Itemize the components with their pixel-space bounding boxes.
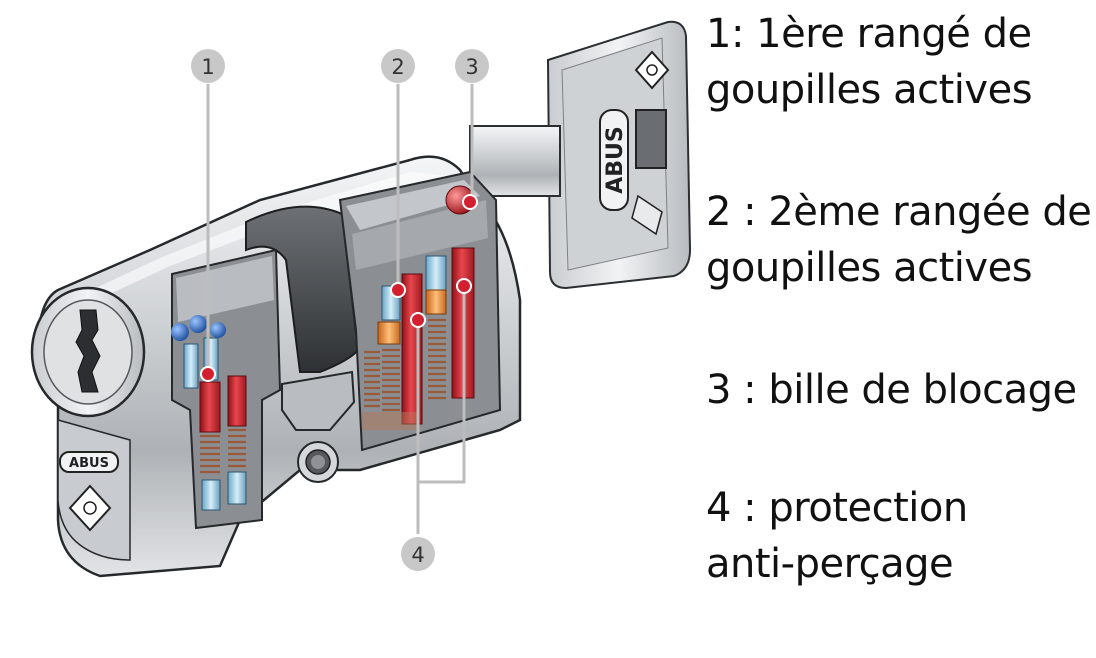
keyway-face xyxy=(30,286,146,418)
pin-light-blue xyxy=(201,479,221,511)
callout-1: 1 xyxy=(191,49,225,83)
callout-2-number: 2 xyxy=(391,55,404,79)
pin-light-blue xyxy=(425,255,447,291)
key-logo-text: ABUS xyxy=(603,126,628,194)
marker-dot xyxy=(456,278,472,294)
front-logo-text: ABUS xyxy=(69,456,109,471)
pin-orange xyxy=(377,321,401,345)
leader-4 xyxy=(416,286,466,534)
key: ABUS xyxy=(469,20,692,290)
pin-light-blue xyxy=(227,471,247,505)
spring xyxy=(364,318,446,412)
callout-3: 3 xyxy=(455,49,489,83)
front-diamond-icon xyxy=(68,484,112,532)
left-cutaway xyxy=(171,248,282,530)
leader-lines xyxy=(206,84,474,534)
front-logo: ABUS xyxy=(59,451,119,532)
key-logo: ABUS xyxy=(599,109,629,211)
key-window xyxy=(635,109,667,169)
right-cutaway xyxy=(338,170,502,452)
legend: 1: 1ère rangé de goupilles actives 2 : 2… xyxy=(706,6,1092,658)
markers xyxy=(200,194,478,382)
blue-ball xyxy=(210,322,226,338)
callout-2: 2 xyxy=(381,49,415,83)
blue-ball xyxy=(171,323,189,341)
callout-4-number: 4 xyxy=(411,543,424,567)
blue-ball xyxy=(189,315,207,333)
spring xyxy=(200,428,246,474)
marker-dot xyxy=(390,282,406,298)
callout-3-number: 3 xyxy=(465,55,478,79)
pin-red xyxy=(199,381,221,433)
marker-dot xyxy=(410,312,426,328)
legend-item-4: 4 : protection anti-perçage xyxy=(706,485,968,587)
marker-dot xyxy=(200,366,216,382)
cam-band xyxy=(245,205,360,373)
callout-4: 4 xyxy=(401,537,435,571)
legend-item-1: 1: 1ère rangé de goupilles actives xyxy=(706,11,1033,113)
pin-light-blue xyxy=(183,343,199,389)
key-diamond-icon xyxy=(634,50,670,90)
marker-dot xyxy=(462,194,478,210)
callout-1-number: 1 xyxy=(201,55,214,79)
cam xyxy=(281,370,356,431)
key-shank xyxy=(469,125,561,197)
legend-item-2: 2 : 2ème rangée de goupilles actives xyxy=(706,189,1092,291)
pin-orange xyxy=(425,289,447,315)
pin-red xyxy=(227,375,247,427)
keyway-slot xyxy=(75,309,101,393)
lock-cylinder-diagram: ABUS ABUS xyxy=(30,20,692,578)
legend-item-3: 3 : bille de blocage xyxy=(706,367,1077,413)
key-badge-icon xyxy=(631,194,663,236)
